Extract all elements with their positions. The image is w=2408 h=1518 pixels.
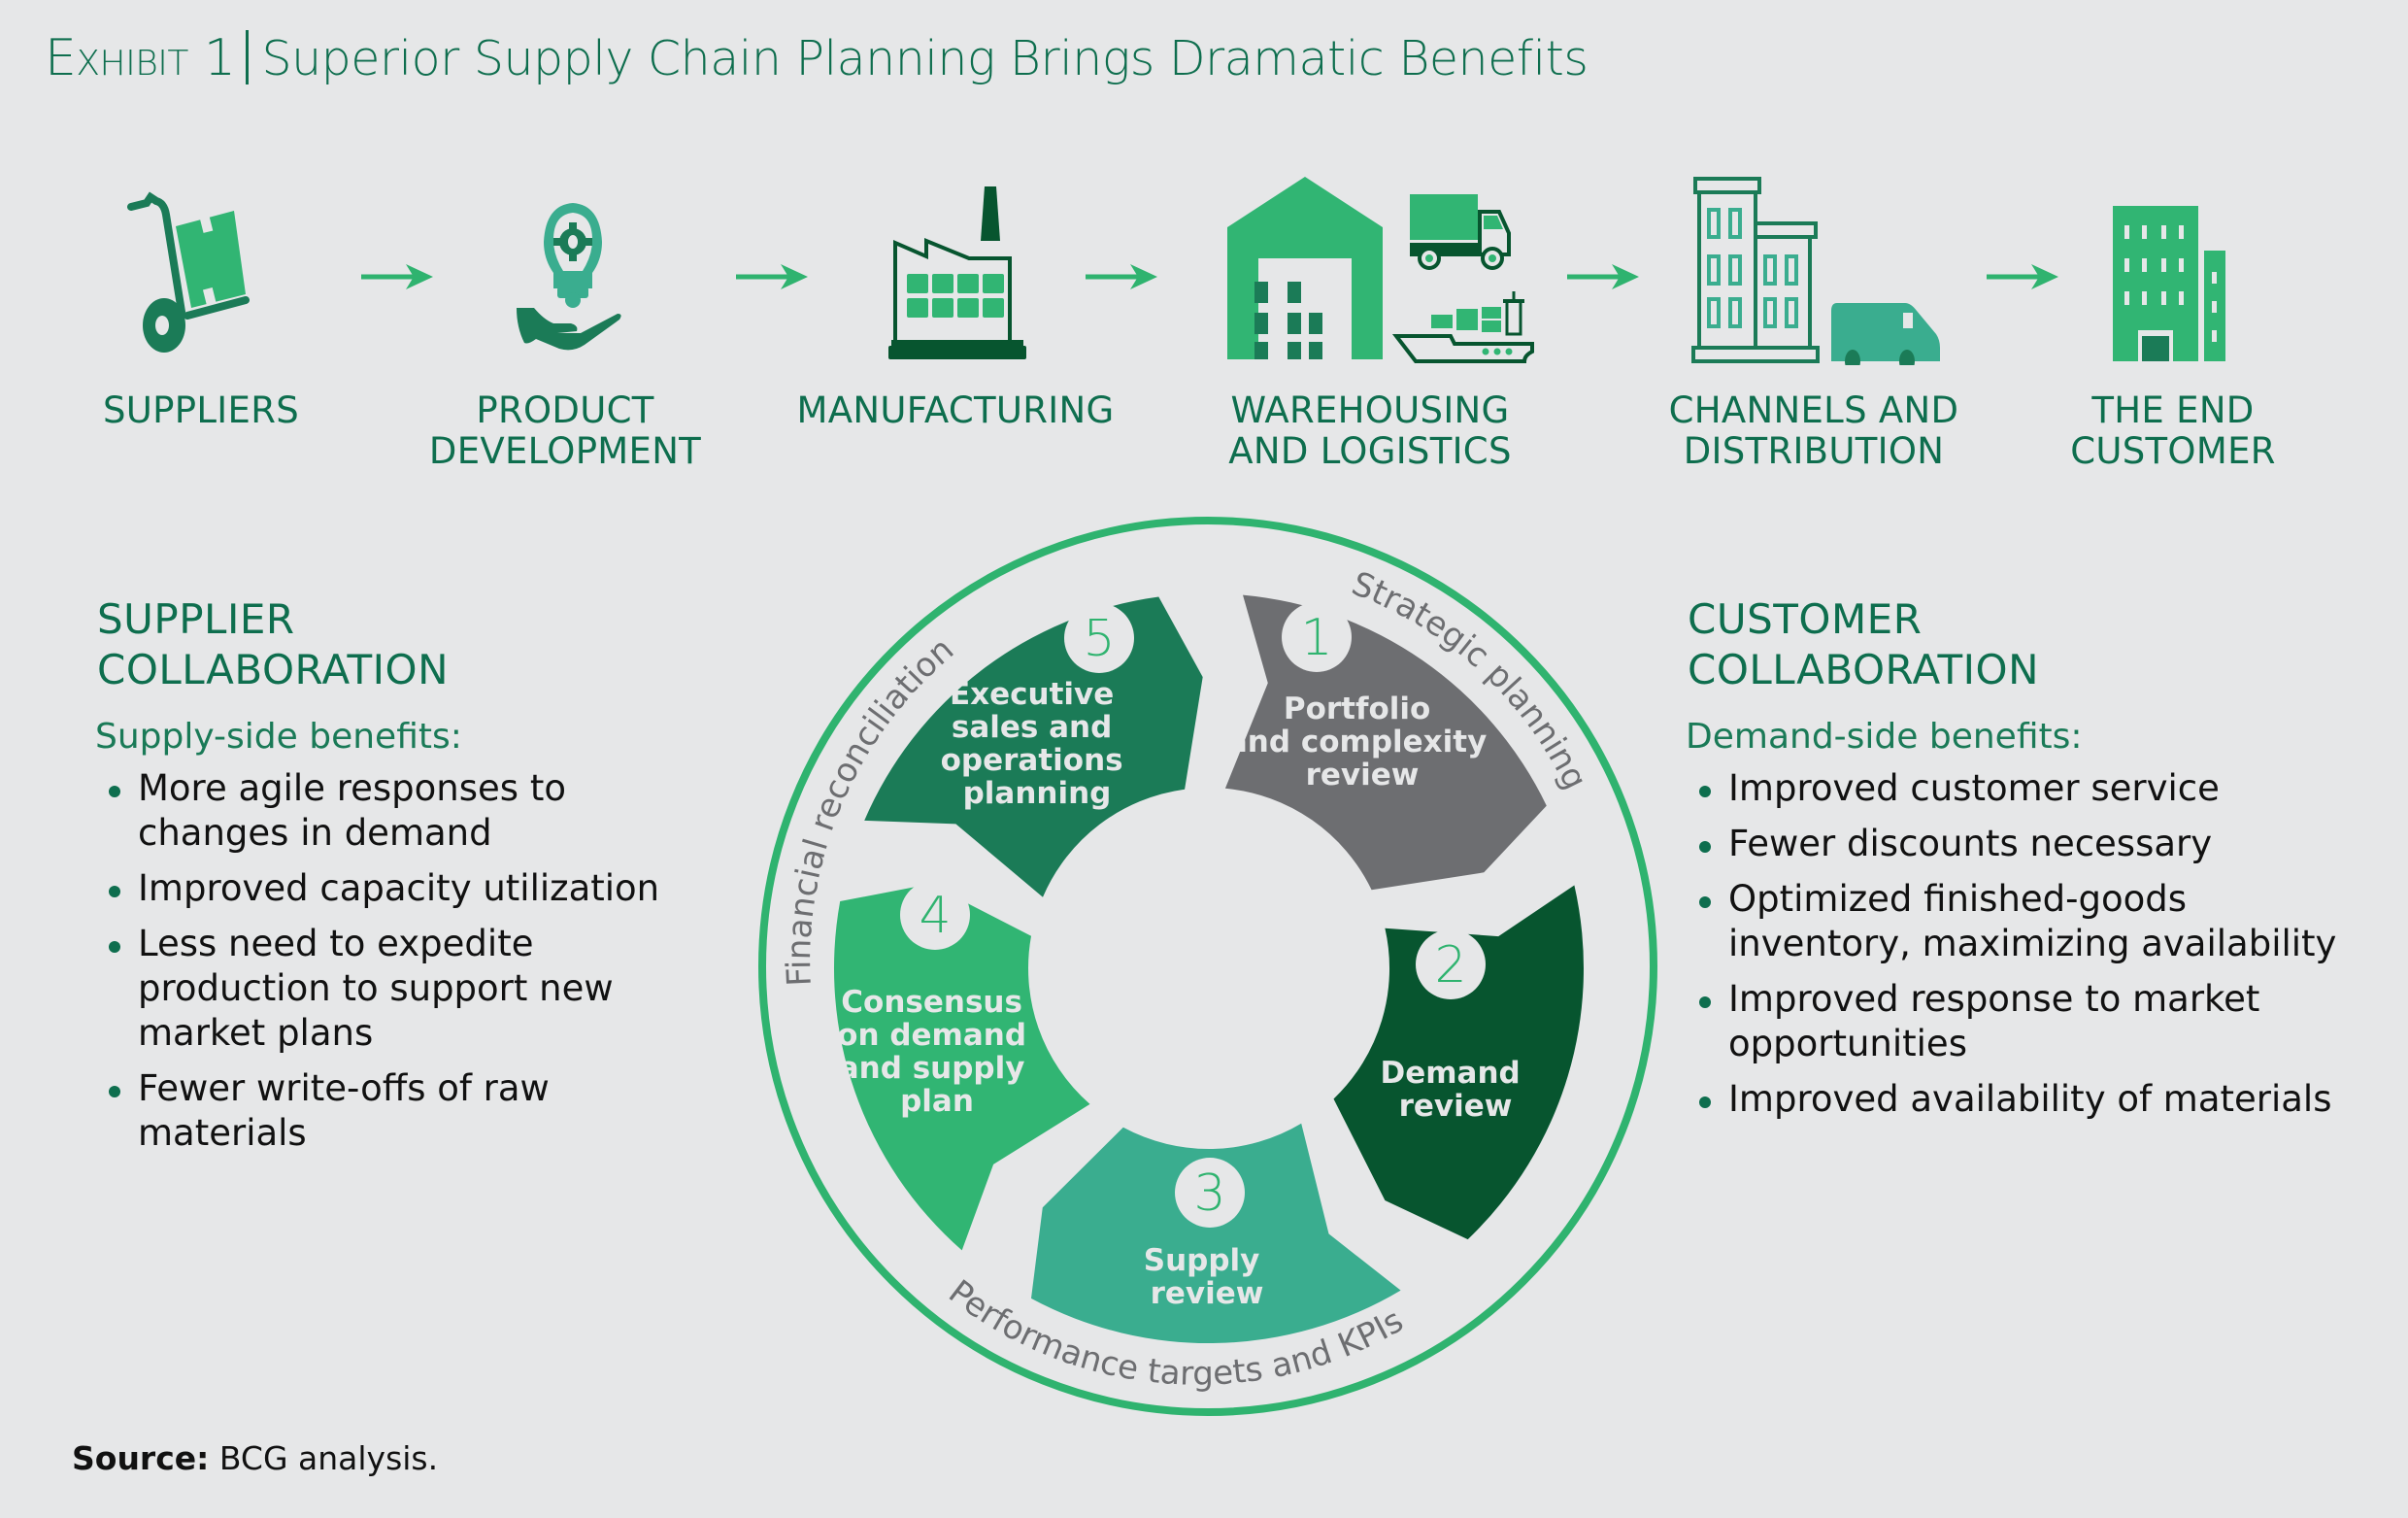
benefit-item: Improved response to market opportunitie… [1688, 977, 2367, 1066]
customer-benefits-list: Improved customer service Fewer discount… [1688, 766, 2367, 1122]
badge-number: 4 [919, 887, 951, 945]
step-2-badge: 2 [1416, 929, 1486, 999]
stage-label-line: DISTRIBUTION [1683, 430, 1945, 472]
benefit-item: More agile responses to changes in deman… [97, 766, 719, 856]
step-1-label: Portfolio and complexity review [1227, 692, 1497, 793]
label-line: review [1399, 1089, 1513, 1124]
source-note: Source: BCG analysis. [72, 1439, 438, 1477]
exhibit-number: Exhibit 1 [45, 29, 236, 87]
label-line: Demand [1380, 1056, 1520, 1091]
label-line: plan [900, 1084, 974, 1119]
supplier-subhead: Supply-side benefits: [95, 717, 462, 757]
badge-number: 5 [1083, 610, 1115, 668]
customer-heading: CUSTOMER COLLABORATION [1688, 594, 2367, 695]
cycle-segment-step-2 [1333, 885, 1585, 1240]
label-line: planning [963, 776, 1112, 811]
stage-label-line: CUSTOMER [2070, 430, 2276, 472]
warehouse-truck-ship-icon [1227, 177, 1534, 363]
outer-ring [758, 517, 1657, 1416]
label-line: on demand [837, 1018, 1026, 1053]
benefit-item: Fewer discounts necessary [1688, 822, 2367, 866]
label-line: review [1306, 758, 1420, 793]
label-line: Supply [1144, 1243, 1260, 1278]
supplier-collaboration-panel: SUPPLIER COLLABORATION Supply-side benef… [95, 594, 719, 1166]
step-1-badge: 1 [1282, 602, 1352, 672]
label-line: review [1151, 1276, 1264, 1311]
badge-circle [1416, 929, 1486, 999]
stage-label-line: PRODUCT [476, 389, 654, 431]
stage-label-channels: CHANNELS AND DISTRIBUTION [1669, 390, 1959, 472]
label-line: Portfolio [1284, 692, 1430, 726]
stage-label-line: AND LOGISTICS [1228, 430, 1512, 472]
label-line: sales and [952, 710, 1112, 745]
arrow-right-icon [1086, 264, 1157, 289]
heading-line: COLLABORATION [97, 646, 449, 693]
badge-circle [1175, 1158, 1245, 1228]
stage-label-end-customer: THE END CUSTOMER [2070, 390, 2276, 472]
cycle-segment-step-5 [864, 596, 1203, 897]
step-4-label: Consensus on demand and supply plan [837, 985, 1037, 1119]
arrow-right-icon [736, 264, 808, 289]
step-4-badge: 4 [900, 880, 970, 950]
benefit-item: Fewer write-offs of raw materials [97, 1066, 719, 1156]
badge-number: 2 [1434, 936, 1466, 995]
step-3-label: Supply review [1144, 1243, 1270, 1311]
office-building-icon [2113, 206, 2225, 361]
supplier-benefits-list: More agile responses to changes in deman… [97, 766, 719, 1156]
benefit-item: Improved customer service [1688, 766, 2367, 811]
buildings-van-icon [1691, 177, 1940, 365]
step-2-label: Demand review [1380, 1056, 1530, 1124]
stage-label-warehousing: WAREHOUSING AND LOGISTICS [1228, 390, 1511, 472]
label-line: Consensus [841, 985, 1022, 1020]
stage-label-line: SUPPLIERS [103, 389, 299, 431]
label-line: operations [941, 743, 1123, 778]
customer-subhead: Demand-side benefits: [1686, 717, 2083, 757]
heading-line: CUSTOMER [1688, 595, 1923, 643]
benefit-item: Optimized finished-goods inventory, maxi… [1688, 877, 2367, 966]
badge-number: 3 [1193, 1164, 1225, 1223]
badge-circle [900, 880, 970, 950]
label-line: and complexity [1227, 725, 1487, 759]
stage-label-manufacturing: MANUFACTURING [797, 390, 1115, 431]
customer-collaboration-panel: CUSTOMER COLLABORATION Demand-side benef… [1686, 594, 2367, 1132]
stage-label-line: THE END [2091, 389, 2255, 431]
source-text: BCG analysis. [209, 1439, 439, 1477]
hand-truck-icon [127, 191, 250, 353]
stage-label-line: CHANNELS AND [1668, 389, 1959, 431]
arrow-right-icon [1567, 264, 1639, 289]
cycle-segment-step-4 [833, 884, 1090, 1251]
stage-label-line: DEVELOPMENT [428, 430, 702, 472]
title-separator [245, 30, 249, 84]
factory-icon [888, 186, 1026, 359]
label-line: Executive [950, 677, 1114, 712]
heading-line: SUPPLIER [97, 595, 295, 643]
benefit-item: Improved capacity utilization [97, 866, 719, 911]
exhibit-title: Exhibit 1 Superior Supply Chain Planning … [45, 29, 1589, 87]
badge-number: 1 [1300, 609, 1332, 667]
title-text: Superior Supply Chain Planning Brings Dr… [261, 31, 1589, 86]
badge-circle [1064, 603, 1134, 673]
label-line: and supply [839, 1051, 1025, 1086]
arrow-right-icon [361, 264, 433, 289]
badge-circle [1282, 602, 1352, 672]
lightbulb-gear-hand-icon [517, 203, 621, 351]
heading-line: COLLABORATION [1688, 646, 2039, 693]
step-5-label: Executive sales and operations planning [941, 677, 1134, 811]
cycle-segment-step-3 [1031, 1123, 1401, 1344]
stage-label-line: WAREHOUSING [1230, 389, 1510, 431]
step-5-badge: 5 [1064, 603, 1134, 673]
source-label: Source: [72, 1439, 210, 1477]
benefit-item: Improved availability of materials [1688, 1077, 2367, 1122]
stage-label-suppliers: SUPPLIERS [103, 390, 299, 431]
step-3-badge: 3 [1175, 1158, 1245, 1228]
stage-label-line: MANUFACTURING [796, 389, 1115, 431]
benefit-item: Less need to expedite production to supp… [97, 922, 719, 1056]
supplier-heading: SUPPLIER COLLABORATION [97, 594, 719, 695]
arrow-right-icon [1987, 264, 2058, 289]
stage-label-product-development: PRODUCT DEVELOPMENT [429, 390, 701, 472]
